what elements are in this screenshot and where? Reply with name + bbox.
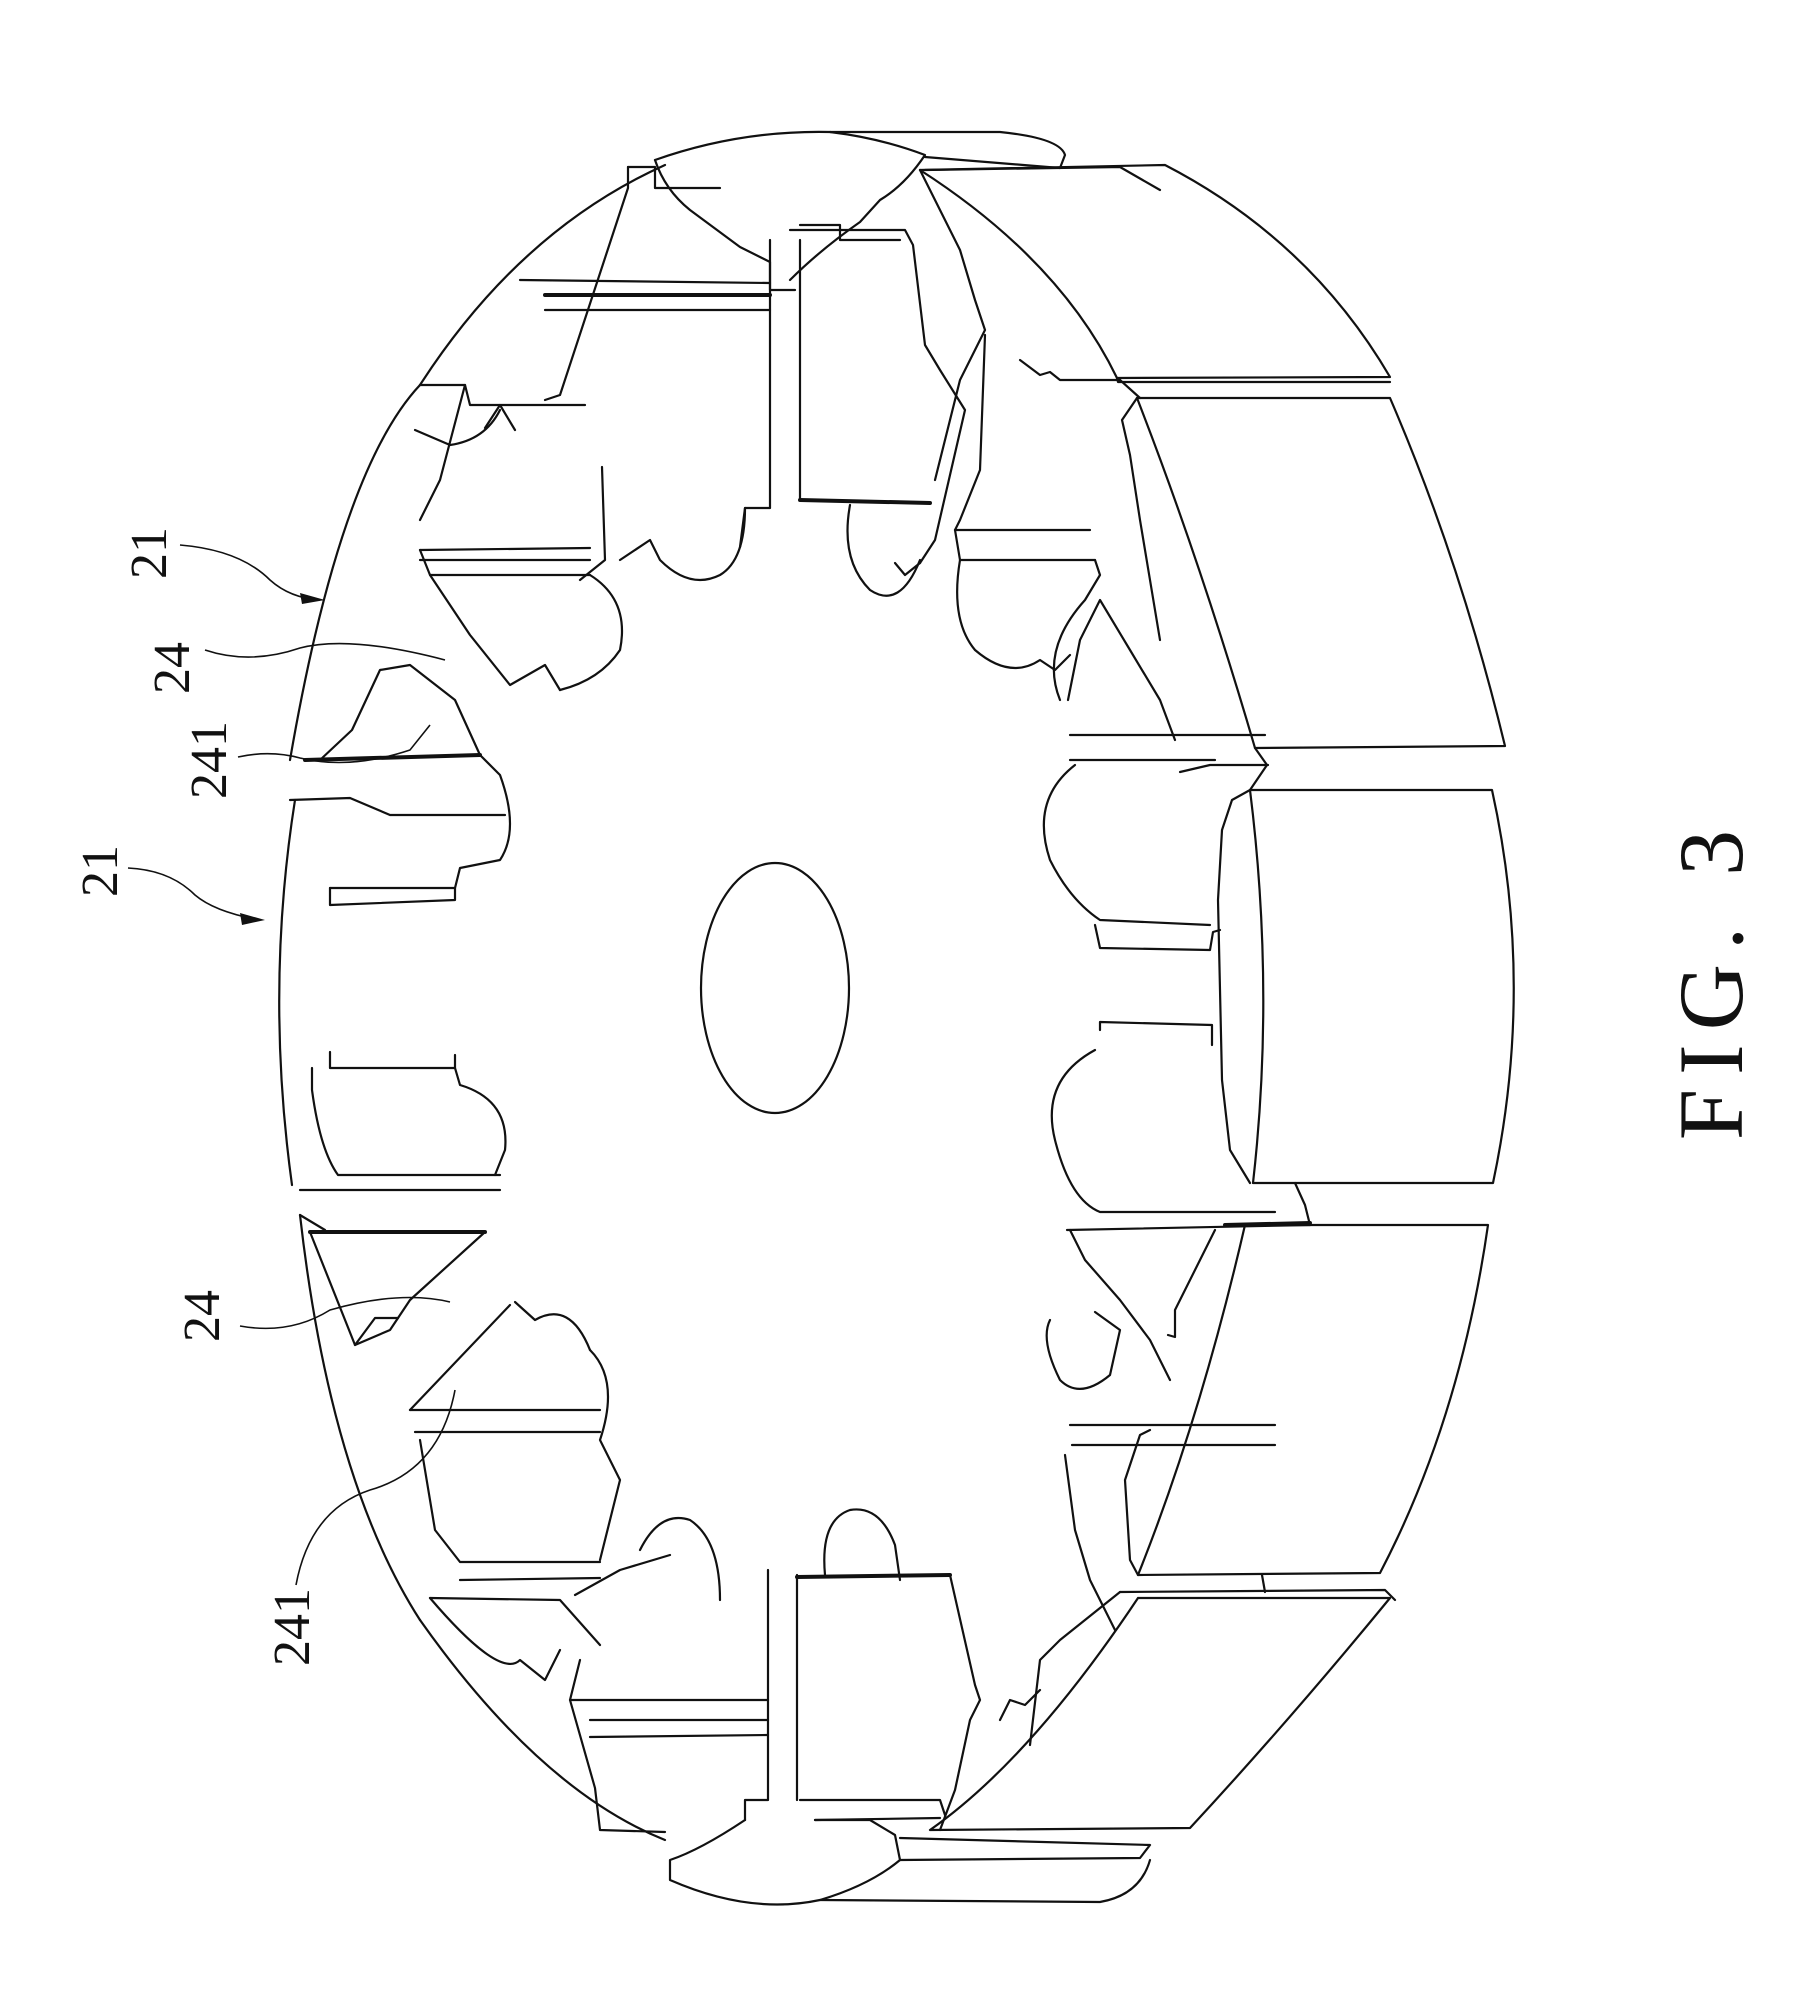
reference-numeral-241-upper: 241 — [181, 721, 238, 799]
teeth-upper-right — [918, 168, 1142, 702]
reference-numeral-241-lower: 241 — [264, 1588, 321, 1666]
leader-241-lower — [295, 1389, 456, 1586]
block-3 — [1248, 788, 1515, 1185]
right-blocks — [918, 163, 1515, 1832]
block-4 — [1136, 1223, 1490, 1577]
arrow-21-upper — [300, 593, 325, 604]
top-cap — [653, 130, 1162, 292]
block-2 — [1135, 396, 1507, 750]
figure-title: FIG. 3 — [1660, 815, 1762, 1141]
reference-numeral-24-upper: 24 — [144, 642, 201, 694]
outer-rim — [278, 163, 667, 1842]
reference-numeral-21-upper: 21 — [121, 527, 178, 579]
teeth-right — [1042, 598, 1277, 1632]
leader-21-lower — [127, 867, 261, 921]
leader-21-upper — [179, 544, 321, 601]
leader-241-upper — [237, 724, 431, 764]
block-5 — [928, 1596, 1392, 1832]
leader-24-upper — [204, 642, 446, 661]
reference-numeral-24-lower: 24 — [174, 1290, 231, 1342]
center-bore — [699, 861, 851, 1115]
reference-numeral-21-lower: 21 — [72, 845, 129, 897]
leader-lines — [127, 544, 456, 1586]
teeth-top — [518, 165, 967, 597]
teeth-bottom — [568, 1508, 1152, 1906]
leader-24-lower — [239, 1296, 451, 1330]
block-1 — [918, 163, 1392, 380]
arrow-21-lower — [240, 913, 265, 925]
teeth-left — [288, 383, 624, 1682]
